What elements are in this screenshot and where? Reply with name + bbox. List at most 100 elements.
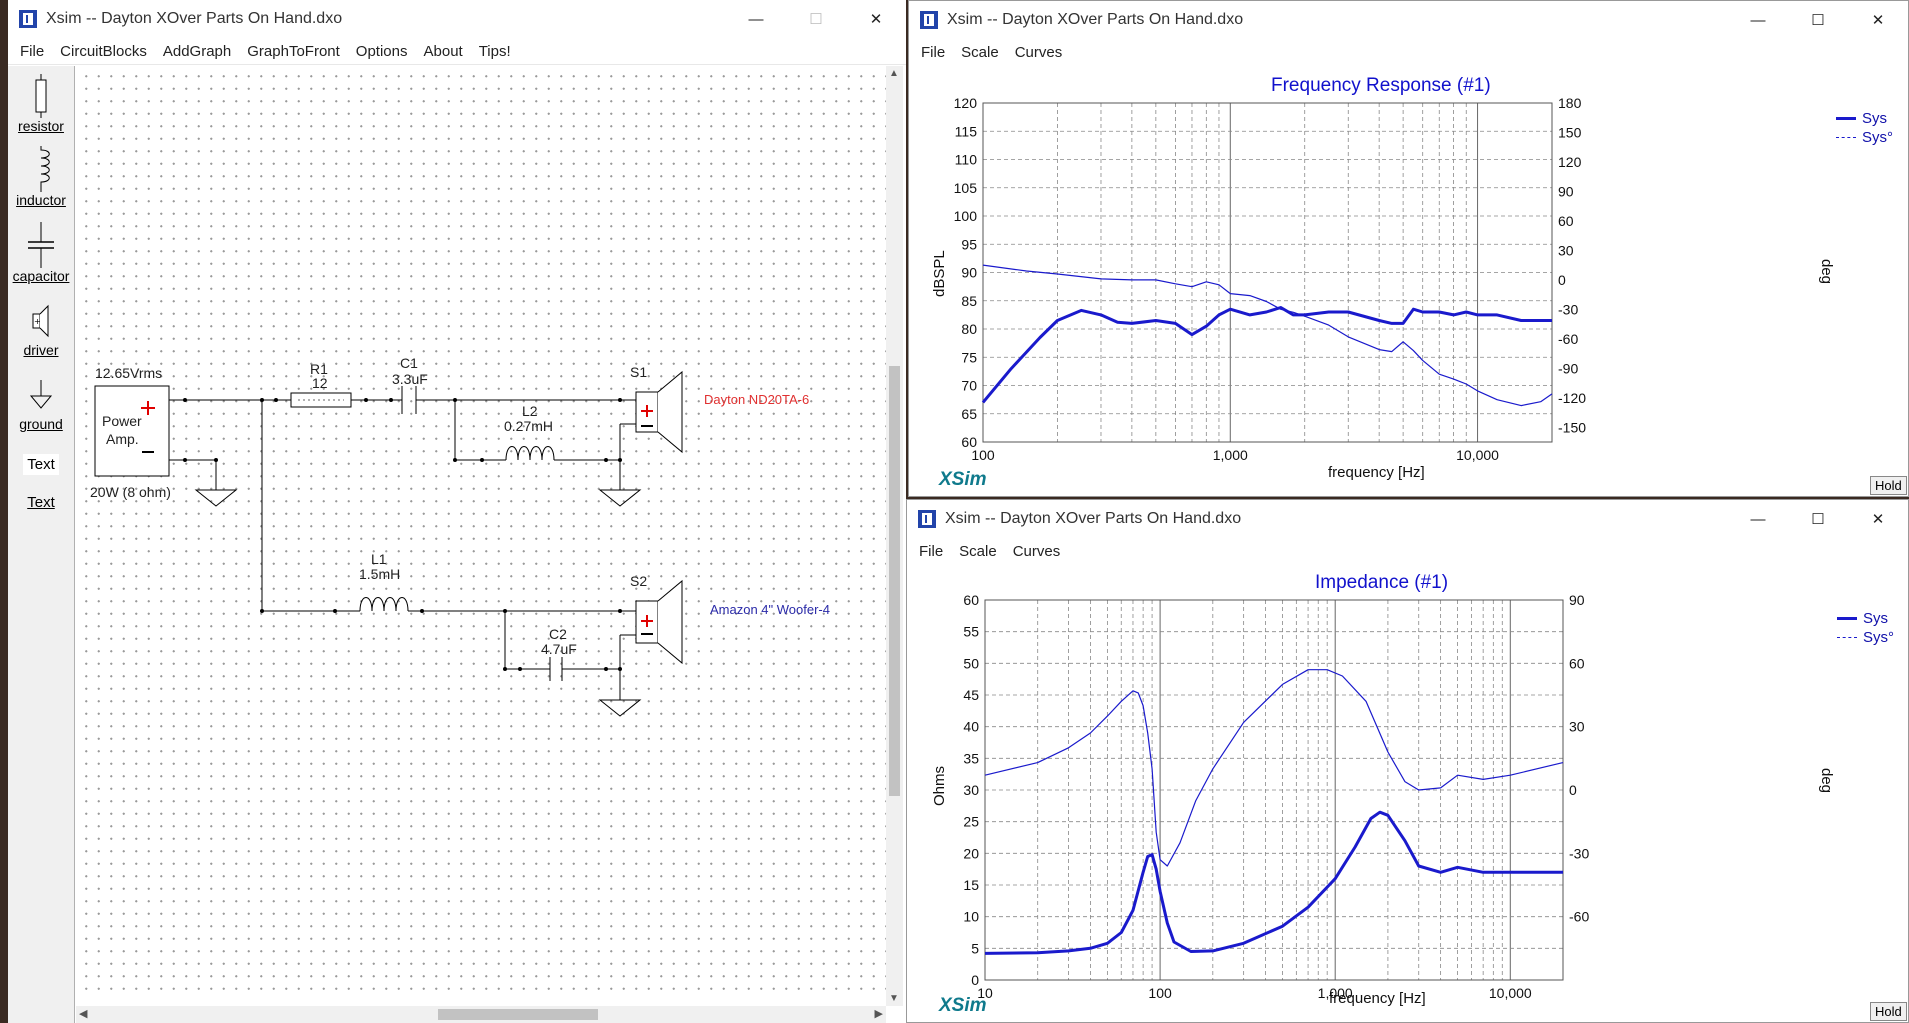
close-button[interactable]: ✕ — [1871, 12, 1885, 29]
y2-tick-label: -30 — [1558, 301, 1578, 317]
r1-name: R1 — [310, 361, 328, 377]
impedance-titlebar[interactable]: Xsim -- Dayton XOver Parts On Hand.dxo —… — [907, 500, 1908, 538]
y-tick-label: 100 — [954, 208, 978, 224]
legend-sys: Sys — [1862, 110, 1888, 127]
palette-resistor[interactable]: resistor — [8, 74, 74, 134]
s1-name: S1 — [630, 364, 648, 380]
component-palette: resistor inductor capacitor + driver gro… — [8, 66, 75, 1023]
amp-block[interactable] — [94, 385, 170, 477]
minimize-button[interactable]: — — [748, 10, 764, 28]
x-tick-label: 10,000 — [1489, 985, 1532, 1001]
scroll-down-arrow[interactable]: ▼ — [889, 993, 899, 1004]
y-tick-label: 45 — [963, 687, 979, 703]
frequency-menubar: File Scale Curves — [909, 39, 1908, 65]
y-tick-label: 60 — [961, 434, 977, 450]
menu-file[interactable]: File — [919, 542, 944, 560]
series-line-phase — [982, 264, 1553, 407]
c1-value: 3.3uF — [392, 371, 428, 387]
xsim-logo: XSim — [939, 469, 987, 490]
y-tick-label: 25 — [963, 814, 979, 830]
y2-tick-label: 90 — [1569, 592, 1585, 608]
vertical-scroll-thumb[interactable] — [889, 366, 900, 796]
minimize-button[interactable]: — — [1750, 11, 1766, 29]
inductor-icon — [40, 146, 50, 192]
maximize-button[interactable]: ☐ — [1811, 12, 1825, 29]
menu-graphtofront[interactable]: GraphToFront — [247, 42, 340, 60]
menu-options[interactable]: Options — [355, 42, 408, 60]
y-tick-label: 15 — [963, 877, 979, 893]
frequency-response-chart: 6065707580859095100105110115120-150-120-… — [954, 95, 1587, 463]
chart-title: Impedance (#1) — [1315, 572, 1449, 593]
legend-sys: Sys — [1863, 610, 1889, 627]
schematic-titlebar[interactable]: Xsim -- Dayton XOver Parts On Hand.dxo —… — [8, 0, 906, 38]
menu-file[interactable]: File — [921, 43, 946, 61]
r1-value: 12 — [312, 375, 328, 391]
menu-file[interactable]: File — [20, 42, 45, 60]
menu-tips[interactable]: Tips! — [478, 42, 511, 60]
palette-driver[interactable]: + driver — [8, 302, 74, 358]
schematic-menubar: File CircuitBlocks AddGraph GraphToFront… — [8, 38, 906, 65]
y2-tick-label: 180 — [1558, 95, 1582, 111]
scroll-right-arrow[interactable]: ▶ — [874, 1008, 883, 1020]
legend-sys-phase: Sys° — [1862, 129, 1894, 146]
horizontal-scrollbar[interactable]: ◀ ▶ — [76, 1006, 886, 1023]
svg-text:+: + — [34, 317, 41, 326]
x-axis-label: frequency [Hz] — [1328, 464, 1425, 481]
palette-text[interactable]: Text — [8, 494, 74, 511]
inductor-l1[interactable] — [359, 597, 409, 612]
s2-driver-label: Amazon 4" Woofer-4 — [710, 602, 830, 617]
minimize-button[interactable]: — — [1750, 510, 1766, 528]
series-line-phase — [984, 669, 1564, 867]
schematic-canvas[interactable]: 12.65Vrms Power Amp. 20W (8 ohm) R1 12 C… — [76, 66, 886, 998]
l2-value: 0.27mH — [504, 418, 554, 434]
y-axis-label: Ohms — [931, 765, 948, 806]
hold-button[interactable]: Hold — [1870, 476, 1907, 495]
resistor-r1[interactable] — [290, 392, 352, 408]
menu-circuitblocks[interactable]: CircuitBlocks — [60, 42, 147, 60]
palette-inductor[interactable]: inductor — [8, 146, 74, 208]
frequency-titlebar[interactable]: Xsim -- Dayton XOver Parts On Hand.dxo —… — [909, 1, 1908, 39]
text-box-icon: Text — [23, 454, 59, 475]
palette-text-box[interactable]: Text — [8, 454, 74, 475]
scroll-left-arrow[interactable]: ◀ — [79, 1008, 88, 1020]
menu-addgraph[interactable]: AddGraph — [162, 42, 232, 60]
y2-tick-label: -120 — [1558, 390, 1586, 406]
y-tick-label: 50 — [963, 655, 979, 671]
y2-axis-label: deg — [1818, 259, 1835, 285]
maximize-button[interactable]: ☐ — [1811, 511, 1825, 528]
y2-tick-label: -60 — [1569, 909, 1589, 925]
palette-ground[interactable]: ground — [8, 378, 74, 432]
schematic-wires — [94, 370, 683, 717]
x-tick-label: 100 — [1148, 985, 1172, 1001]
window-title: Xsim -- Dayton XOver Parts On Hand.dxo — [947, 11, 1244, 28]
x-tick-label: 10 — [977, 985, 993, 1001]
palette-capacitor[interactable]: capacitor — [8, 222, 74, 284]
menu-scale[interactable]: Scale — [961, 43, 999, 61]
menu-about[interactable]: About — [423, 42, 463, 60]
vertical-scrollbar[interactable]: ▲ ▼ — [886, 66, 903, 1006]
driver-icon: + — [32, 304, 49, 338]
menu-curves[interactable]: Curves — [1012, 542, 1061, 560]
impedance-menubar: File Scale Curves — [907, 538, 1908, 564]
menu-scale[interactable]: Scale — [959, 542, 997, 560]
y-tick-label: 75 — [961, 349, 977, 365]
maximize-button[interactable]: ☐ — [809, 11, 823, 28]
amp-label-line1: Power — [102, 413, 142, 429]
close-button[interactable]: ✕ — [1871, 511, 1885, 528]
y2-tick-label: -60 — [1558, 331, 1578, 347]
y2-tick-label: 0 — [1569, 782, 1577, 798]
y-tick-label: 30 — [963, 782, 979, 798]
hold-button[interactable]: Hold — [1870, 1002, 1907, 1021]
y-tick-label: 5 — [971, 940, 979, 956]
close-button[interactable]: ✕ — [869, 11, 883, 28]
menu-curves[interactable]: Curves — [1014, 43, 1063, 61]
horizontal-scroll-thumb[interactable] — [438, 1009, 598, 1020]
y-tick-label: 35 — [963, 750, 979, 766]
inductor-l2[interactable] — [505, 446, 555, 461]
y-tick-label: 55 — [963, 624, 979, 640]
app-icon — [19, 10, 37, 28]
y-tick-label: 90 — [961, 265, 977, 281]
s2-name: S2 — [630, 573, 648, 589]
scroll-up-arrow[interactable]: ▲ — [889, 68, 899, 79]
